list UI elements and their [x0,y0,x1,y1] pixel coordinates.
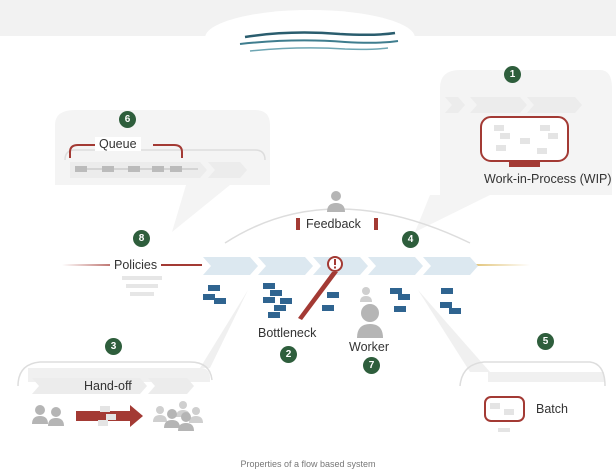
badge-worker: 7 [363,357,380,374]
badge-batch: 5 [537,333,554,350]
wip-box-icon [480,116,569,167]
feedback-marker-left [296,218,300,230]
badge-bottleneck: 2 [280,346,297,363]
feedback-label: Feedback [306,217,361,231]
queue-items [70,162,247,178]
batch-label: Batch [536,402,568,416]
badge-wip: 1 [504,66,521,83]
feedback-marker-right [374,218,378,230]
team-left-icon [32,405,64,426]
work-tokens [203,283,461,318]
policies-label: Policies [110,258,162,272]
team-right-icon [153,401,203,423]
small-person-icon [360,287,372,302]
handoff-arrow-icon [76,405,143,427]
bottleneck-label: Bottleneck [258,326,317,340]
handoff-label: Hand-off [84,379,132,393]
exclamation-icon [298,256,343,320]
queue-label: Queue [95,137,141,151]
figure-caption: Properties of a flow based system [240,459,376,469]
batch-arc [459,361,606,387]
handoff-arc [17,361,213,387]
feedback-person-icon [327,191,345,212]
badge-handoff: 3 [105,338,122,355]
handoff-chevrons [32,378,194,394]
wip-label: Work-in-Process (WIP) [484,172,612,186]
queue-arc [64,149,266,161]
person-icon [357,304,383,338]
badge-feedback: 4 [402,231,419,248]
badge-queue: 6 [119,111,136,128]
wip-chevrons [445,97,582,113]
queue-bracket-icon [69,144,183,158]
flow-tail-line [470,264,530,266]
badge-policies: 8 [133,230,150,247]
team-right-front-icon [164,409,194,431]
funnel-icon [122,276,162,296]
batch-box-icon [484,396,525,432]
wave-logo-icon [239,31,399,52]
worker-label: Worker [349,340,390,354]
top-bump [205,10,415,66]
